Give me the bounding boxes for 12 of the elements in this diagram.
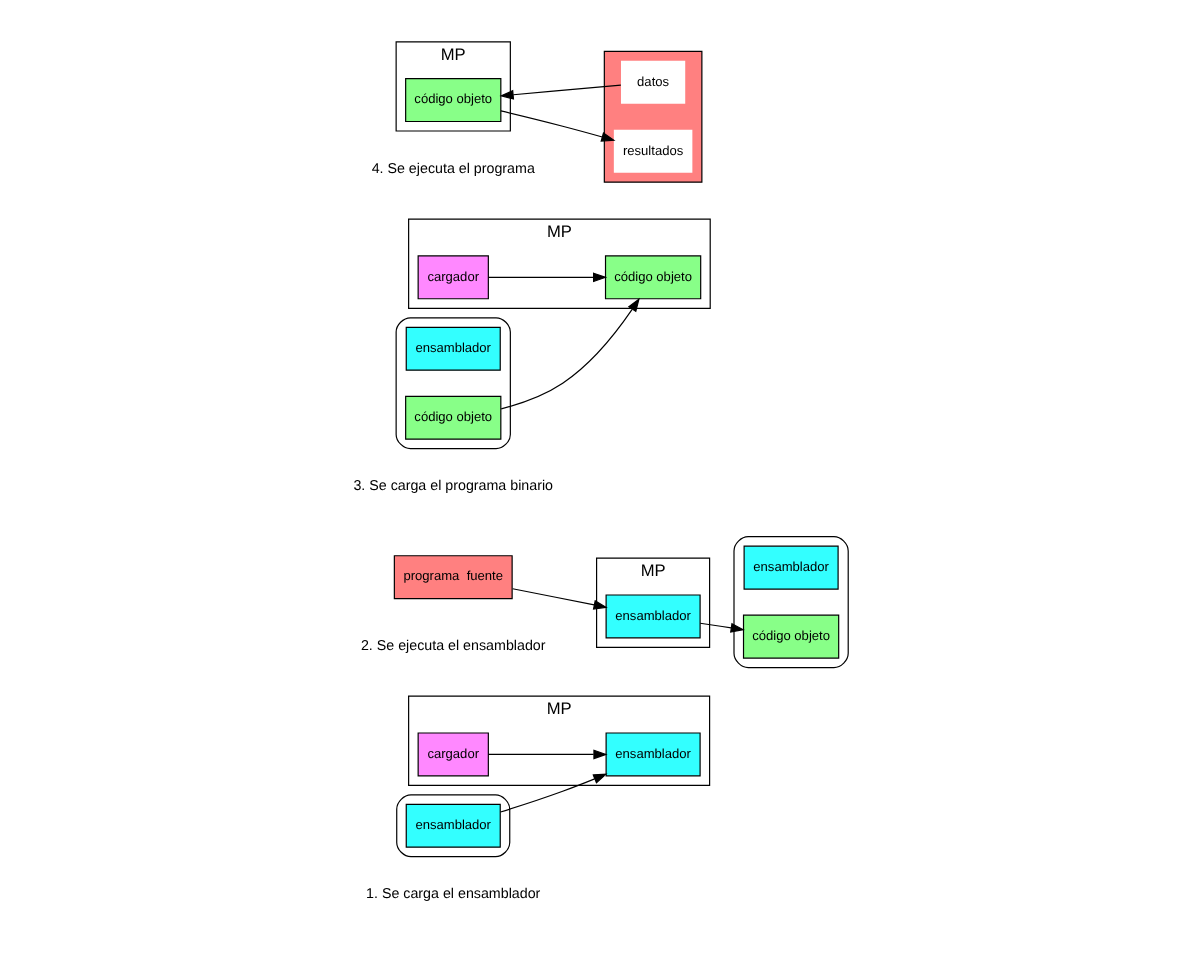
- arrow: [498, 772, 607, 812]
- cluster: [394, 316, 510, 449]
- arrow: [499, 109, 615, 141]
- cluster: [732, 535, 848, 668]
- arrow: [486, 271, 607, 282]
- arrow: [698, 621, 744, 632]
- arrow: [499, 296, 639, 409]
- arrow: [498, 83, 621, 99]
- arrow: [486, 748, 607, 759]
- cluster: [395, 793, 510, 857]
- cluster: [602, 49, 702, 182]
- arrow: [511, 587, 607, 609]
